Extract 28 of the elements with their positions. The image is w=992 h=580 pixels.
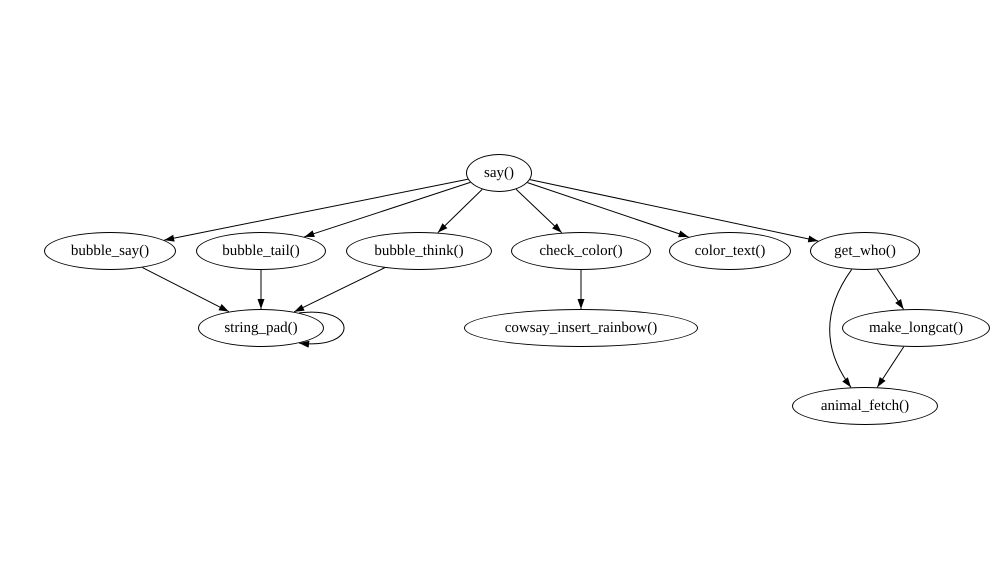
arrow [298,312,345,348]
arrow [876,346,904,388]
function-name: color_text() [694,242,766,261]
function-name: string_pad() [224,318,298,338]
function-ellipse [810,232,920,270]
arrow [258,270,264,310]
arrow [437,188,483,234]
arrow [529,179,819,242]
arrow [516,188,562,234]
arrow [578,270,584,310]
function-name: animal_fetch() [820,396,910,416]
function-name: bubble_tail() [222,242,300,261]
arrow [526,182,690,238]
arrow [142,267,230,312]
arrow [164,178,468,242]
function-ellipse [466,154,532,192]
arrow [304,182,471,238]
arrow [294,267,386,312]
function-name: make_longcat() [868,318,964,338]
arrow [876,269,904,310]
function-name: say() [484,164,514,183]
function-name: bubble_think() [374,242,464,261]
function-name: cowsay_insert_rainbow() [504,318,658,338]
function-name: get_who() [834,242,896,261]
function-ellipse [44,232,176,270]
function-name: bubble_say() [70,242,150,261]
arrow [829,268,852,388]
function-name: check_color() [539,242,623,261]
